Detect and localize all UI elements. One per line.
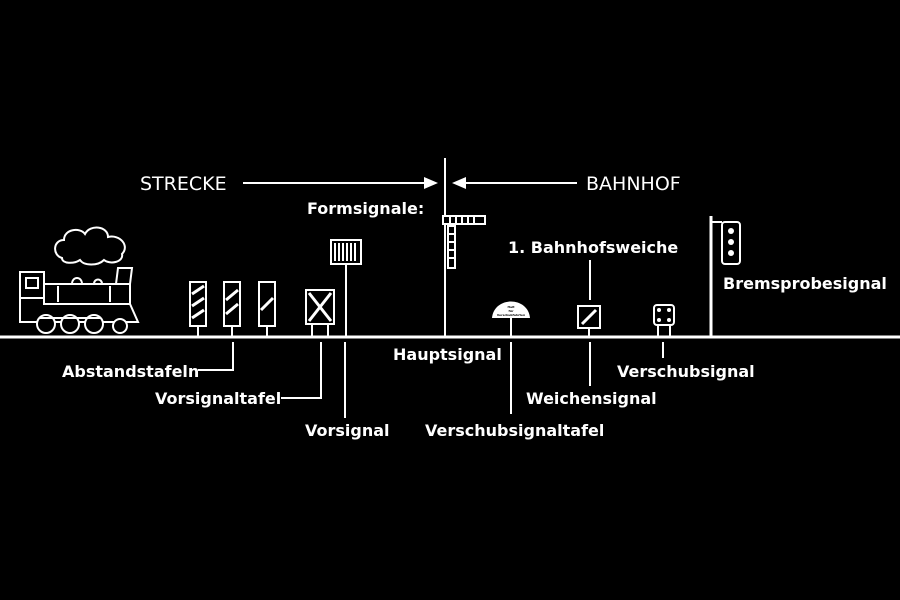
switch-signal-icon: [577, 305, 601, 337]
halt-board-line2: für: [509, 309, 514, 313]
shunting-signal-icon: [653, 304, 675, 337]
semaphore-signal-icon: [442, 215, 486, 269]
halt-board-line3: Verschubfahrten: [497, 313, 525, 317]
leader-lines: [198, 260, 664, 418]
weichensignal-label: Weichensignal: [526, 389, 657, 408]
verschubsignal-label: Verschubsignal: [617, 362, 755, 381]
bahnhof-title: BAHNHOF: [586, 173, 681, 195]
halt-board-line1: Halt: [508, 305, 516, 309]
header: STRECKE BAHNHOF: [140, 158, 681, 337]
bahnhofsweiche-label: 1. Bahnhofsweiche: [508, 238, 678, 257]
distant-signal-icon: [330, 239, 362, 337]
hauptsignal-label: Hauptsignal: [393, 345, 502, 364]
steam-locomotive-icon: [19, 226, 140, 334]
shunting-board-icon: Halt für Verschubfahrten: [492, 301, 530, 337]
bremsprobesignal-label: Bremsprobesignal: [723, 274, 887, 293]
abstandstafeln-label: Abstandstafeln: [62, 362, 199, 381]
verschubsignaltafel-label: Verschubsignaltafel: [425, 421, 604, 440]
vorsignaltafel-label: Vorsignaltafel: [155, 389, 281, 408]
strecke-arrow-head: [424, 177, 438, 189]
strecke-title: STRECKE: [140, 173, 227, 195]
vorsignal-label: Vorsignal: [305, 421, 390, 440]
distant-signal-board-icon: [305, 289, 335, 337]
distance-board-icon: [189, 281, 276, 337]
bahnhof-arrow-head: [452, 177, 466, 189]
formsignale-label: Formsignale:: [307, 199, 424, 218]
brake-test-signal-icon: [709, 216, 741, 337]
